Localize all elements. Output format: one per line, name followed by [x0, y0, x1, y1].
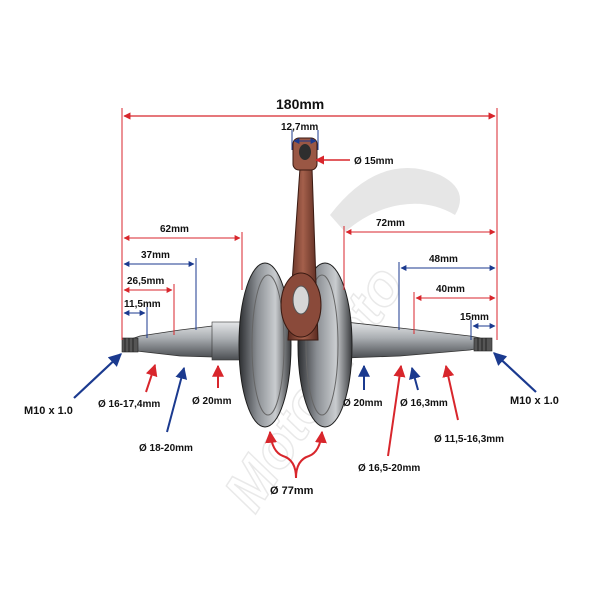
right-thread: [473, 337, 493, 352]
right-72-label: 72mm: [376, 218, 405, 229]
dia-18-20-callout: Ø 18-20mm: [139, 366, 193, 454]
dia-16-17-label: Ø 16-17,4mm: [98, 399, 160, 410]
dia-16-3-label: Ø 16,3mm: [400, 398, 448, 409]
dia-11-5-16-3-callout: Ø 11,5-16,3mm: [434, 364, 504, 445]
right-15-dimension: 15mm: [460, 312, 496, 340]
left-62-dimension: 62mm: [123, 224, 243, 290]
left-62-label: 62mm: [160, 224, 189, 235]
small-end-label: Ø 15mm: [354, 156, 394, 167]
dia-77-label: Ø 77mm: [270, 485, 314, 497]
dia-16-5-20-callout: Ø 16,5-20mm: [358, 364, 420, 474]
left-26-5-dimension: 26,5mm: [123, 276, 175, 335]
left-11-5-label: 11,5mm: [124, 299, 161, 310]
right-15-label: 15mm: [460, 312, 489, 323]
left-37-label: 37mm: [141, 250, 170, 261]
right-40-dimension: 40mm: [413, 284, 496, 334]
small-end-callout: Ø 15mm: [315, 155, 394, 167]
rod-width-dimension: 12,7mm: [281, 122, 319, 150]
left-26-5-label: 26,5mm: [127, 276, 164, 287]
left-flywheel: [238, 262, 292, 428]
dia-20-right-callout: Ø 20mm: [343, 364, 383, 409]
thread-right-label: M10 x 1.0: [510, 395, 559, 407]
dia-11-5-16-3-label: Ø 11,5-16,3mm: [434, 434, 504, 445]
right-48-label: 48mm: [429, 254, 458, 265]
thread-left-label: M10 x 1.0: [24, 405, 73, 417]
thread-right-callout: M10 x 1.0: [493, 352, 559, 407]
left-thread: [121, 337, 139, 353]
dia-20-left-callout: Ø 20mm: [192, 364, 232, 407]
left-37-dimension: 37mm: [123, 250, 197, 330]
overall-dimension: 180mm: [121, 96, 498, 340]
right-48-dimension: 48mm: [398, 254, 496, 330]
left-11-5-dimension: 11,5mm: [123, 299, 161, 338]
dia-16-3-callout: Ø 16,3mm: [400, 366, 448, 409]
right-40-label: 40mm: [436, 284, 465, 295]
dia-20-left-label: Ø 20mm: [192, 396, 232, 407]
right-shaft: [344, 321, 481, 359]
thread-left-callout: M10 x 1.0: [24, 353, 122, 417]
overall-length-label: 180mm: [276, 96, 324, 112]
dia-16-17-callout: Ø 16-17,4mm: [98, 363, 160, 410]
dia-18-20-label: Ø 18-20mm: [139, 443, 193, 454]
dia-20-right-label: Ø 20mm: [343, 398, 383, 409]
right-72-dimension: 72mm: [343, 218, 496, 290]
dia-77-callout: Ø 77mm: [265, 430, 327, 497]
dia-16-5-20-label: Ø 16,5-20mm: [358, 463, 420, 474]
crankshaft: [121, 137, 493, 428]
rod-width-label: 12,7mm: [281, 122, 318, 133]
